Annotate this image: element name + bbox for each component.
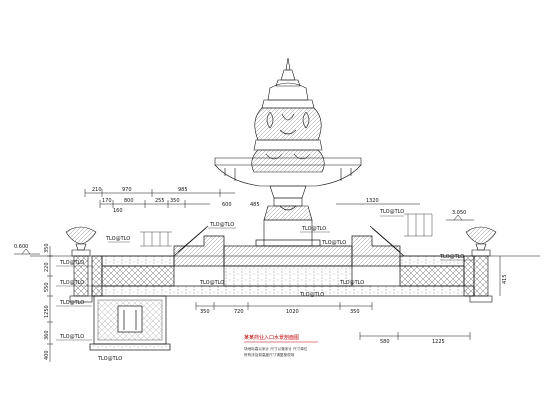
- callout-leaders: [56, 215, 474, 341]
- dim-985: 985: [178, 187, 188, 193]
- callout-6: TLO@TLO: [209, 222, 234, 228]
- dim-160: 160: [113, 208, 123, 214]
- railings: [140, 213, 433, 247]
- elevation-left: 0.600: [14, 244, 28, 250]
- callout-8: TLO@TLO: [321, 240, 346, 246]
- bdim-350-b: 350: [350, 309, 360, 315]
- fountain-tower: [214, 57, 362, 247]
- vdim-1250: 1250: [44, 305, 50, 318]
- callout-10: TLO@TLO: [439, 254, 464, 260]
- bdim-720: 720: [234, 309, 244, 315]
- vdim-415: 415: [502, 274, 508, 284]
- drawing-note-1: 场地标高以米计 尺寸以毫米计 尺寸单位: [244, 346, 308, 351]
- bdim-580: 580: [380, 339, 390, 345]
- right-urn: [465, 226, 497, 257]
- vdim-350: 350: [44, 243, 50, 253]
- bdim-1225: 1225: [432, 339, 445, 345]
- callout-3: TLO@TLO: [59, 300, 84, 306]
- vdim-550: 550: [44, 282, 50, 292]
- vdim-400: 400: [44, 350, 50, 360]
- callout-4: TLO@TLO: [59, 334, 84, 340]
- callout-12: TLO@TLO: [339, 280, 364, 286]
- bottom-dimensions: [195, 302, 471, 340]
- callout-7: TLO@TLO: [301, 226, 326, 232]
- callout-1: TLO@TLO: [59, 260, 84, 266]
- dim-485: 485: [250, 202, 260, 208]
- dim-170: 170: [102, 198, 112, 204]
- drawing-title: 某某商业入口水景剖面图: [244, 334, 299, 341]
- basin-structure: [30, 225, 540, 351]
- dim-1320: 1320: [366, 198, 379, 204]
- callout-9: TLO@TLO: [379, 209, 404, 215]
- dim-800: 800: [124, 198, 134, 204]
- bdim-1020: 1020: [286, 309, 299, 315]
- callout-2: TLO@TLO: [59, 280, 84, 286]
- vdim-360: 360: [44, 330, 50, 340]
- elevation-right: 3.050: [452, 210, 466, 216]
- vdim-220: 220: [44, 262, 50, 272]
- left-vertical-dims: [47, 246, 53, 362]
- callout-14: TLO@TLO: [97, 356, 122, 362]
- dim-970: 970: [122, 187, 132, 193]
- left-urn: [65, 226, 97, 257]
- dim-350: 350: [170, 198, 180, 204]
- drawing-note-2: 所有涉及到高度尺寸请复核现场: [244, 352, 295, 357]
- dim-210: 210: [92, 187, 102, 193]
- callout-5: TLO@TLO: [105, 236, 130, 242]
- callout-13: TLO@TLO: [299, 292, 324, 298]
- callout-11: TLO@TLO: [199, 280, 224, 286]
- top-dimension-labels: 210 970 985 170 800 255 350 160 600 485 …: [92, 187, 379, 214]
- dim-255: 255: [155, 198, 165, 204]
- top-dimensions: [84, 189, 420, 208]
- dim-600: 600: [222, 202, 232, 208]
- elevation-markers: [14, 214, 474, 255]
- bdim-350-a: 350: [200, 309, 210, 315]
